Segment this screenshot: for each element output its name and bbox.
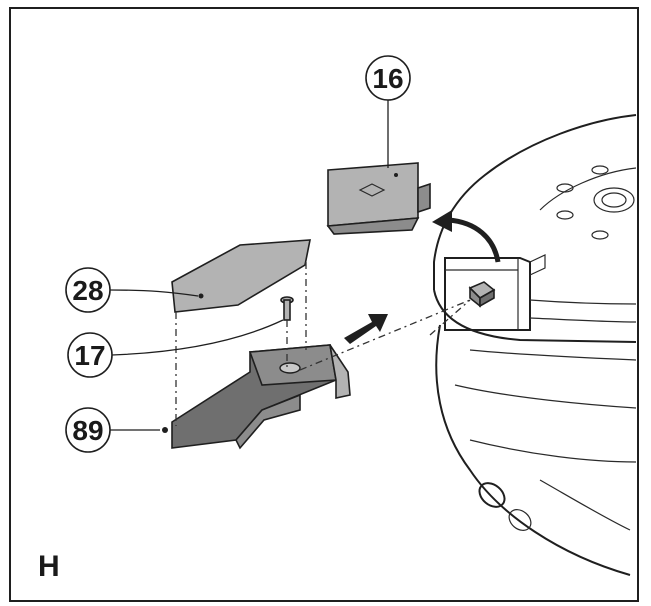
part-28-blade (171, 239, 311, 313)
mower-body (433, 114, 637, 576)
rotate-arrow-icon (432, 210, 501, 263)
callout-28-label: 28 (72, 275, 103, 306)
callout-leaders (108, 289, 284, 431)
assembly-guide-lines (175, 262, 471, 426)
panel-label: H (38, 550, 60, 583)
callout-89-label: 89 (72, 415, 103, 446)
diagram-frame (9, 7, 639, 602)
blade-holder-bracket (162, 344, 351, 450)
callout-89: 89 (65, 407, 111, 453)
insert-arrow-icon (344, 314, 388, 344)
callout-17: 17 (67, 332, 113, 378)
callout-28: 28 (65, 267, 111, 313)
callout-16: 16 (365, 55, 411, 101)
callout-17-label: 17 (74, 340, 105, 371)
part-16-cover (326, 98, 431, 235)
callout-16-label: 16 (372, 63, 403, 94)
